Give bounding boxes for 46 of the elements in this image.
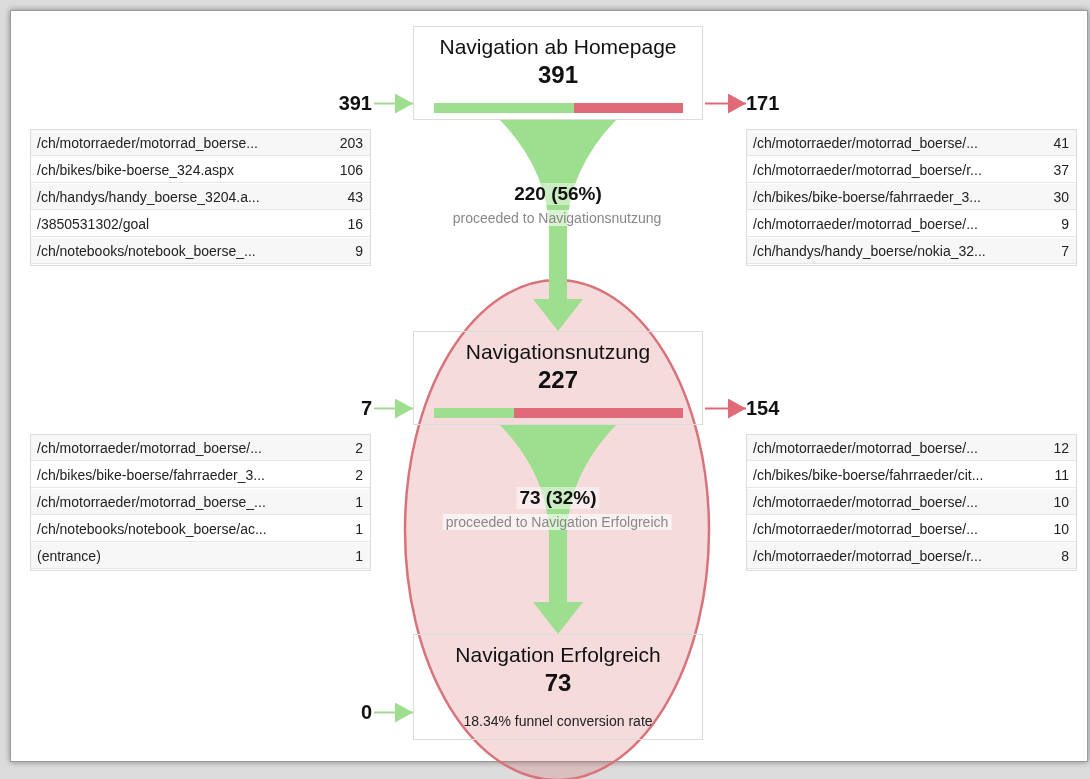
step-count: 73: [543, 669, 573, 697]
table-cell: 1: [322, 543, 370, 569]
arrow: [704, 93, 747, 114]
edge-caption: proceeded to Navigation Erfolgreich: [442, 514, 672, 530]
entrance-count: 0: [360, 701, 372, 724]
table-cell: /ch/bikes/bike-boerse/fahrraeder_3...: [747, 184, 1028, 210]
funnel-step-box: [413, 634, 703, 740]
arrow: [373, 398, 414, 419]
table-cell: 12: [1028, 435, 1076, 461]
arrow: [704, 398, 747, 419]
table-cell: 41: [1028, 130, 1076, 156]
arrow: [373, 93, 414, 114]
table-cell: /ch/notebooks/notebook_boerse_...: [31, 238, 322, 264]
step-title: Navigation ab Homepage: [438, 35, 678, 59]
table-cell: /ch/motorraeder/motorrad_boerse/...: [747, 489, 1028, 515]
table-cell: (entrance): [31, 543, 322, 569]
table-cell: /ch/motorraeder/motorrad_boerse...: [31, 130, 322, 156]
step-count: 227: [536, 366, 579, 394]
table-cell: /ch/handys/handy_boerse_3204.a...: [31, 184, 322, 210]
step-title: Navigationsnutzung: [464, 340, 652, 364]
table-cell: /ch/motorraeder/motorrad_boerse/...: [747, 130, 1028, 156]
funnel-step-box: [413, 26, 703, 120]
entrance-count: 391: [338, 92, 372, 115]
table-cell: 1: [322, 489, 370, 515]
table-cell: 203: [322, 130, 370, 156]
funnel-step-box: [413, 331, 703, 425]
step-count: 391: [536, 61, 579, 89]
conversion-rate: 18.34% funnel conversion rate: [462, 713, 654, 729]
step-title: Navigation Erfolgreich: [454, 643, 662, 667]
table-cell: /ch/motorraeder/motorrad_boerse/...: [31, 435, 322, 461]
exit-count: 171: [746, 92, 780, 115]
table-cell: 30: [1028, 184, 1076, 210]
table-cell: 7: [1028, 238, 1076, 264]
table-cell: 43: [322, 184, 370, 210]
edge-label: 73 (32%): [516, 487, 600, 509]
exit-count: 154: [746, 397, 780, 420]
table-cell: 10: [1028, 489, 1076, 515]
table-cell: /ch/motorraeder/motorrad_boerse/...: [747, 435, 1028, 461]
table-cell: 2: [322, 435, 370, 461]
table-cell: 9: [322, 238, 370, 264]
entrance-count: 7: [360, 397, 372, 420]
arrow: [373, 702, 414, 723]
table-cell: 8: [1028, 543, 1076, 569]
table-cell: /ch/motorraeder/motorrad_boerse/r...: [747, 543, 1028, 569]
table-cell: /ch/motorraeder/motorrad_boerse_...: [31, 489, 322, 515]
table-cell: /ch/handys/handy_boerse/nokia_32...: [747, 238, 1028, 264]
